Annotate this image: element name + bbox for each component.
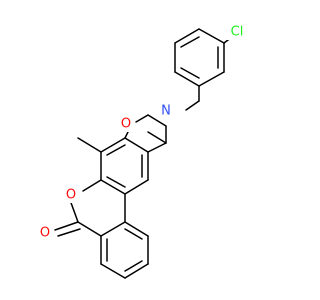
bond [147,114,167,127]
chlorine-label: Cl [231,25,244,40]
bond [147,131,167,144]
bond [54,221,79,231]
bond [100,137,126,153]
bond [124,263,149,279]
carbonyl-oxygen-label: O [40,226,50,241]
bond [135,114,149,123]
bond [124,137,149,153]
bond [100,263,126,279]
lactone-oxygen-label: O [66,188,76,203]
bond [174,71,200,87]
bond [77,221,102,237]
bond [57,228,81,237]
molecule-structure: Cl N O O O [38,24,248,279]
bond [100,179,126,195]
bond [106,176,126,188]
bond [174,28,200,44]
bond [124,131,129,139]
bond [180,36,200,48]
bond [77,137,102,153]
bonds [54,28,233,279]
bond [106,144,126,156]
bond [147,142,167,153]
bond [180,67,200,79]
ring-oxygen-label: O [121,117,131,132]
bond [69,199,79,223]
bond [198,71,225,87]
bond [185,100,200,111]
bond [124,228,143,240]
bond [124,221,149,237]
bond [124,260,143,272]
bond [198,28,225,44]
atom-labels: Cl N O O O [38,24,248,241]
bond [124,179,149,195]
nitrogen-label: N [161,104,171,119]
bond [82,179,102,192]
bond [100,221,126,237]
